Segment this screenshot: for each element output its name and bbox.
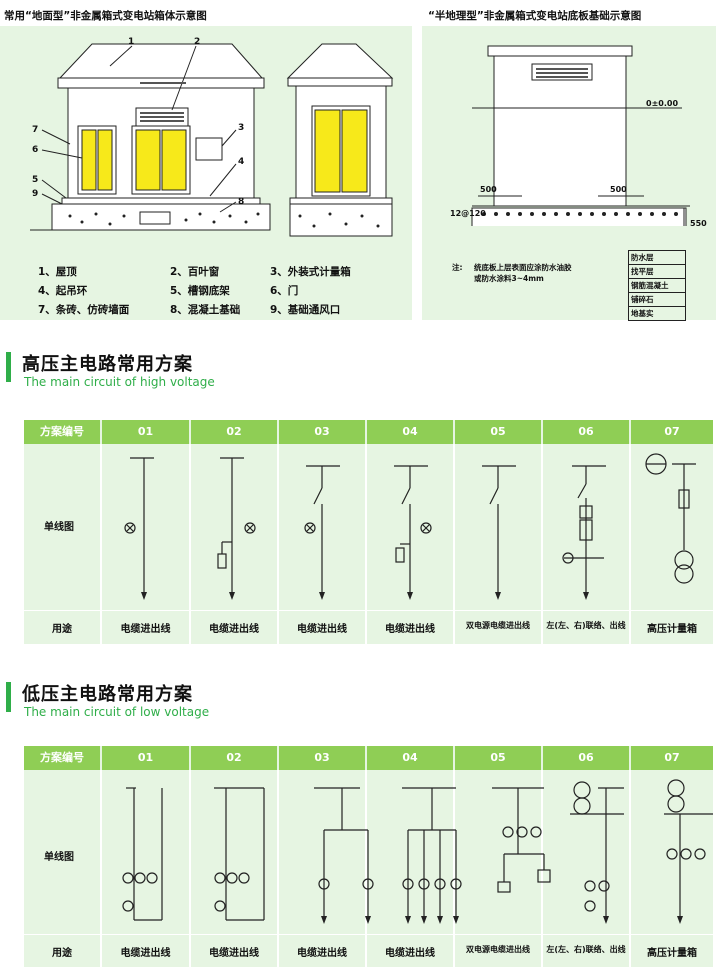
hv-col-04: 04 xyxy=(367,420,453,444)
note-line-2: 或防水涂料3~4mm xyxy=(474,274,544,283)
layer-rc: 钢筋混凝土 xyxy=(629,279,685,293)
hv-col-02: 02 xyxy=(191,420,277,444)
dim-right: 500 xyxy=(610,185,627,194)
dim-height: 550 xyxy=(690,219,707,226)
hv-use-06: 左(左、右)联络、出线 xyxy=(546,621,626,630)
lv-col-01: 01 xyxy=(102,746,189,770)
callout-8: 8 xyxy=(238,197,244,207)
hv-col-06: 06 xyxy=(543,420,629,444)
lv-scheme-table: 方案编号 01 02 03 04 05 06 07 单线图 用途 xyxy=(24,746,713,967)
lv-col-06: 06 xyxy=(543,746,629,770)
rebar-mark: 12@120 xyxy=(450,209,486,218)
lv-header-row: 方案编号 01 02 03 04 05 06 07 xyxy=(24,746,713,770)
ground-type-title: 常用“地面型”非金属箱式变电站箱体示意图 xyxy=(4,10,207,22)
note-line-1: 统底板上层表面应涂防水油胶 xyxy=(474,263,572,272)
callout-2: 2 xyxy=(194,37,200,47)
hv-col-01: 01 xyxy=(102,420,189,444)
layer-subgrade: 地基实 xyxy=(631,309,654,318)
hv-header-row: 方案编号 01 02 03 04 05 06 07 xyxy=(24,420,713,444)
lv-col-03: 03 xyxy=(279,746,365,770)
lv-header-label: 方案编号 xyxy=(24,746,100,770)
hv-scheme-table: 方案编号 01 02 03 04 05 06 07 单线图 用途 xyxy=(24,420,713,644)
hv-use-05: 双电源电缆进出线 xyxy=(466,621,530,630)
lv-use-07: 高压计量箱 xyxy=(647,948,697,959)
lv-single-line-diagrams xyxy=(122,779,713,924)
hv-single-line-diagrams xyxy=(124,453,696,600)
lv-use-06: 左(左、右)联络、出线 xyxy=(546,945,626,954)
semi-buried-foundation-drawing: 0±0.00 500 500 550 12@120 xyxy=(450,45,707,226)
legend-item-9: 9、基础通风口 xyxy=(270,304,341,316)
callout-3: 3 xyxy=(238,123,244,133)
lv-use-03: 电缆进出线 xyxy=(297,948,347,959)
callout-7: 7 xyxy=(32,125,38,135)
hv-col-07: 07 xyxy=(631,420,713,444)
ground-type-substation-drawing: 1 2 3 4 5 6 7 8 9 xyxy=(30,37,394,237)
hv-header-label: 方案编号 xyxy=(24,420,100,444)
callout-9: 9 xyxy=(32,189,38,199)
level-mark: 0±0.00 xyxy=(646,99,678,108)
hv-subtitle: The main circuit of high voltage xyxy=(24,375,215,389)
note-prefix: 注: xyxy=(452,263,463,272)
callout-5: 5 xyxy=(32,175,38,185)
legend-item-8: 8、混凝土基础 xyxy=(170,304,241,316)
callout-1: 1 xyxy=(128,37,134,47)
hv-use-03: 电缆进出线 xyxy=(297,624,347,635)
legend-item-5: 5、槽钢底架 xyxy=(170,285,230,297)
layer-stack: 防水层 找平层 钢筋混凝土 铺碎石 地基实 xyxy=(628,250,686,321)
lv-col-02: 02 xyxy=(191,746,277,770)
hv-col-05: 05 xyxy=(455,420,541,444)
legend-item-7: 7、条砖、仿砖墙面 xyxy=(38,304,130,316)
callout-6: 6 xyxy=(32,145,38,155)
hv-col-03: 03 xyxy=(279,420,365,444)
lv-subtitle: The main circuit of low voltage xyxy=(24,705,210,719)
layer-leveling: 找平层 xyxy=(629,265,685,279)
hv-title: 高压主电路常用方案 xyxy=(22,354,193,375)
hv-use-04: 电缆进出线 xyxy=(385,624,435,635)
hv-use-01: 电缆进出线 xyxy=(120,624,171,635)
hv-use-07: 高压计量箱 xyxy=(647,624,697,635)
lv-use-05: 双电源电缆进出线 xyxy=(466,945,530,954)
layer-waterproof: 防水层 xyxy=(629,251,685,265)
dim-left: 500 xyxy=(480,185,497,194)
lv-accent-bar xyxy=(6,682,11,712)
callout-4: 4 xyxy=(238,157,244,167)
lv-use-04: 电缆进出线 xyxy=(385,948,435,959)
legend-item-1: 1、屋顶 xyxy=(38,266,77,278)
hv-row-use-label: 用途 xyxy=(52,624,72,635)
layer-gravel: 铺碎石 xyxy=(629,293,685,307)
hv-accent-bar xyxy=(6,352,11,382)
lv-row-use-label: 用途 xyxy=(52,948,72,959)
legend-item-3: 3、外装式计量箱 xyxy=(270,266,351,278)
hv-row-diagram-label: 单线图 xyxy=(44,522,74,533)
legend-item-4: 4、起吊环 xyxy=(38,285,88,297)
legend-item-6: 6、门 xyxy=(270,285,299,297)
legend-item-2: 2、百叶窗 xyxy=(170,266,220,278)
lv-col-05: 05 xyxy=(455,746,541,770)
lv-row-diagram-label: 单线图 xyxy=(44,852,74,863)
lv-use-01: 电缆进出线 xyxy=(120,948,171,959)
lv-use-02: 电缆进出线 xyxy=(209,948,259,959)
lv-col-07: 07 xyxy=(631,746,713,770)
semi-buried-title: “半地理型”非金属箱式变电站底板基础示意图 xyxy=(428,10,642,22)
hv-use-02: 电缆进出线 xyxy=(209,624,259,635)
lv-col-04: 04 xyxy=(367,746,453,770)
lv-title: 低压主电路常用方案 xyxy=(22,684,193,705)
